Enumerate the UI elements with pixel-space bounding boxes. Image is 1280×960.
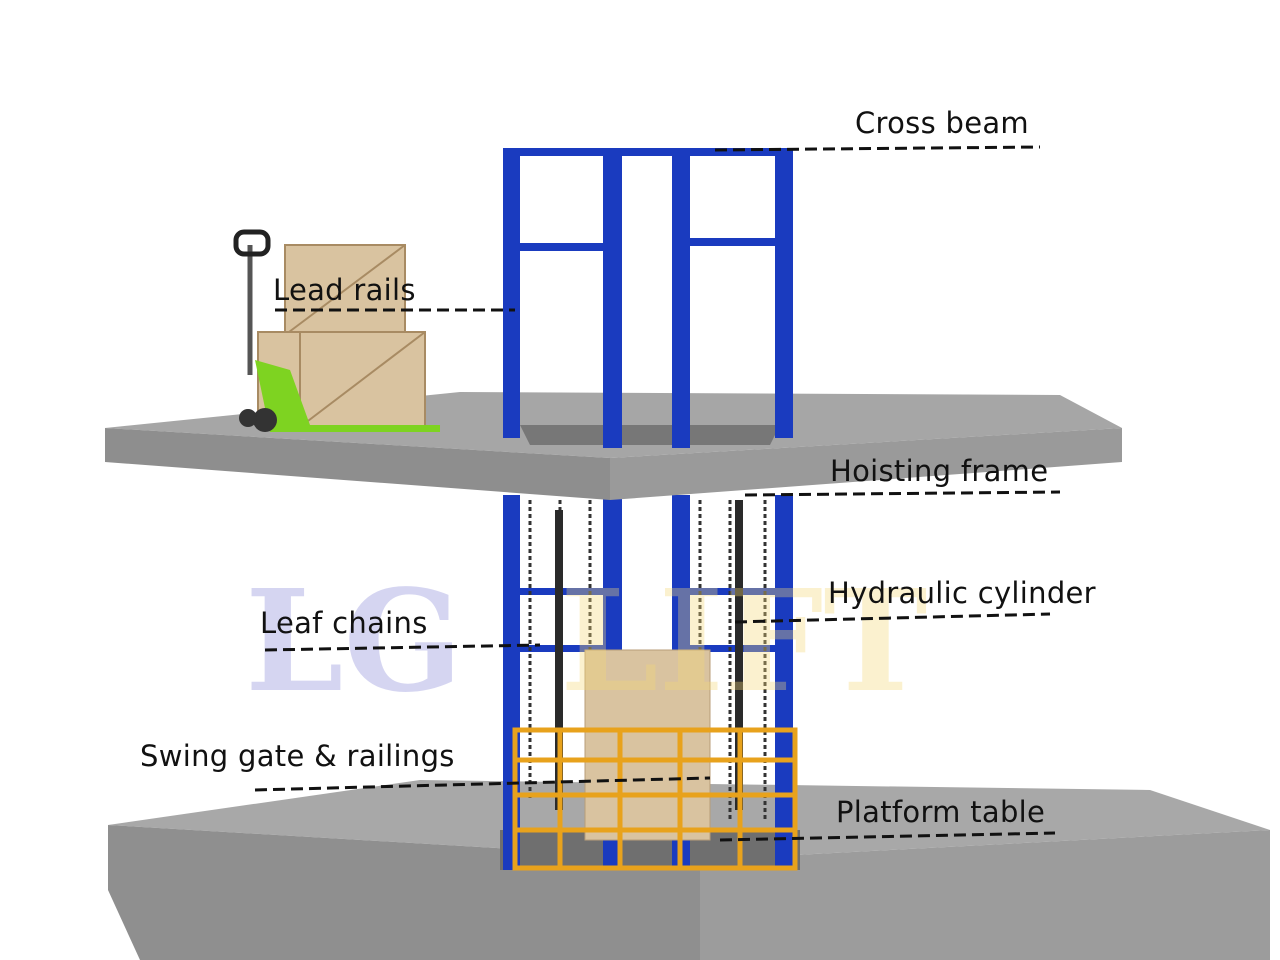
platform-crate [584, 649, 711, 841]
crates [257, 244, 426, 428]
watermark: LG LIFT [245, 560, 928, 724]
label-cross-beam: Cross beam [855, 106, 1029, 140]
hydraulic-cylinders [555, 500, 743, 810]
svg-text:LG: LG [245, 560, 463, 724]
label-hydraulic-cylinder: Hydraulic cylinder [828, 576, 1096, 610]
leader-hoisting-frame [744, 490, 1061, 497]
label-hoisting-frame: Hoisting frame [830, 454, 1049, 488]
label-lead-rails: Lead rails [273, 273, 416, 307]
pallet-truck [233, 229, 440, 432]
lower-floor-slab [108, 780, 1270, 960]
cross-beam [503, 148, 793, 156]
leader-platform-table [719, 831, 1056, 842]
label-platform-table: Platform table [836, 795, 1046, 829]
leader-swing-gate [254, 776, 711, 792]
svg-text:LIFT: LIFT [560, 560, 928, 724]
leader-lines [254, 145, 1061, 842]
leader-cross-beam [714, 145, 1041, 152]
leader-hydraulic-cylinder [734, 612, 1051, 624]
upper-frame [503, 148, 793, 448]
leader-leaf-chains [264, 643, 541, 652]
label-leaf-chains: Leaf chains [260, 606, 428, 640]
platform-cage [512, 727, 798, 871]
label-swing-gate: Swing gate & railings [140, 739, 455, 773]
